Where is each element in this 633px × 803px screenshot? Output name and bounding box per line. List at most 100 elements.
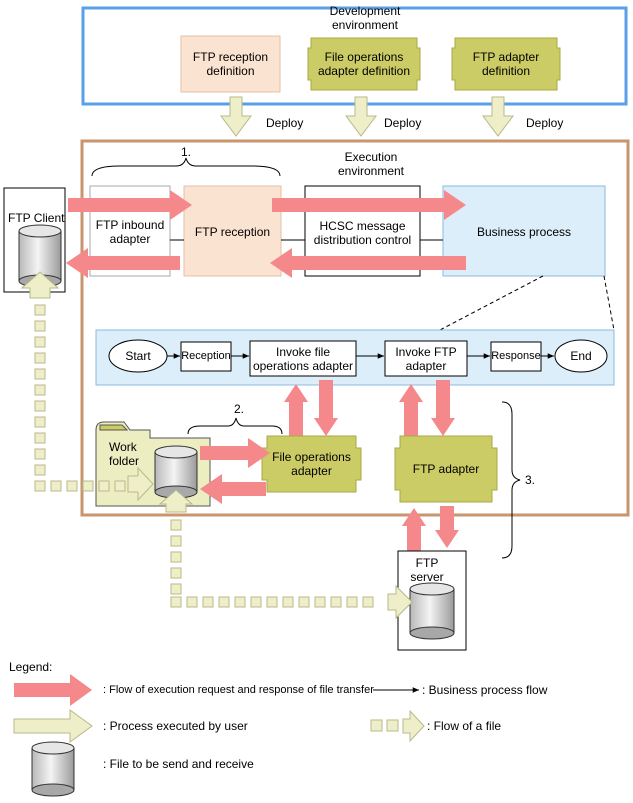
ftp-reception-label: FTP reception <box>194 225 271 239</box>
file-flow-square <box>34 336 46 348</box>
file-flow-square <box>34 304 46 316</box>
file-flow-path <box>34 304 374 608</box>
file-flow-square <box>170 583 182 595</box>
business-process-box <box>442 185 606 277</box>
flow-reception <box>180 341 232 372</box>
file-flow-square <box>34 400 46 412</box>
deploy-label: Deploy <box>384 116 422 130</box>
file-flow-square <box>282 596 294 608</box>
file-flow-square <box>170 596 182 608</box>
ftp-adapter-definition-label: FTP adapter definition <box>452 38 560 90</box>
legend-file-flow-arrowhead <box>402 709 425 743</box>
legend-file-label: : File to be send and receive <box>103 757 254 771</box>
legend-file-flow-label: : Flow of a file <box>427 719 502 733</box>
zoom-line <box>603 275 615 331</box>
file-flow-square <box>34 432 46 444</box>
flow-invoke-ftp <box>384 340 468 377</box>
file-flow-square <box>314 596 326 608</box>
file-flow-square <box>34 352 46 364</box>
flow-end-label: End <box>570 349 592 363</box>
work-folder-tab <box>99 424 129 431</box>
response-arrow <box>431 380 455 436</box>
text-line: FTP <box>415 556 439 570</box>
file-flow-square <box>266 596 278 608</box>
text-line: FTP reception <box>192 50 269 64</box>
request-arrow <box>402 508 426 552</box>
request-arrow <box>68 190 192 220</box>
legend-file-icon <box>31 741 75 797</box>
flow-invoke-file-ops <box>249 340 357 377</box>
legend-file-flow-square <box>370 719 383 732</box>
file-operations-adapter-definition-box <box>307 37 421 91</box>
legend-title: Legend: <box>9 660 53 674</box>
file-flow-square <box>82 480 94 492</box>
ftp-reception-definition-label: FTP reception definition <box>181 36 280 92</box>
text-line: File operations <box>324 50 404 64</box>
file-flow-square <box>202 596 214 608</box>
ftp-adapter-label: FTP adapter <box>412 462 480 476</box>
legend-business-flow-label: : Business process flow <box>422 683 548 697</box>
ftp-adapter-definition-box <box>451 37 561 91</box>
callout-3-brace <box>501 401 521 559</box>
callout-1-brace <box>91 157 281 177</box>
file-flow-square <box>170 519 182 531</box>
legend-exec-flow-label: : Flow of execution request and response… <box>103 684 374 696</box>
ftp-client-label: FTP Client <box>8 211 65 225</box>
file-flow-square <box>34 480 46 492</box>
file-flow-square <box>218 596 230 608</box>
flow-reception-label: Reception <box>181 350 231 362</box>
text-line: Work <box>109 440 137 454</box>
text-line: adapter definition <box>317 64 411 78</box>
legend-user-process-label: : Process executed by user <box>103 719 248 733</box>
response-arrow <box>314 380 338 436</box>
request-arrow <box>272 190 466 220</box>
file-flow-square <box>34 464 46 476</box>
text-line: FTP adapter <box>472 50 540 64</box>
response-arrow <box>200 474 266 504</box>
request-arrow <box>399 384 423 436</box>
file-flow-square <box>34 320 46 332</box>
file-flow-square <box>250 596 262 608</box>
legend-file-flow-square <box>386 719 399 732</box>
dev-env-title-line1: Development <box>329 4 401 18</box>
file-flow-square <box>34 416 46 428</box>
file-flow-square <box>170 535 182 547</box>
flow-start-label: Start <box>125 349 151 363</box>
deploy-arrow <box>220 96 252 137</box>
work-folder-label: Work folder <box>109 440 139 468</box>
file-flow-square <box>170 567 182 579</box>
request-arrow <box>200 438 270 468</box>
exec-env-title-line1: Execution <box>344 150 398 164</box>
ftp-server-label: FTP server <box>405 556 449 584</box>
file-flow-square <box>330 596 342 608</box>
file-flow-square <box>50 480 62 492</box>
work-folder-file-icon <box>154 445 198 499</box>
file-flow-arrowhead <box>387 584 413 620</box>
text-line: adapter <box>405 358 447 373</box>
dev-env-title-line2: environment <box>331 18 399 32</box>
ftp-reception-box <box>183 185 282 277</box>
request-arrow <box>284 384 308 436</box>
response-arrow <box>66 248 180 278</box>
text-line: HCSC message <box>319 219 406 233</box>
file-ops-adapter-label: File operations adapter <box>262 448 361 480</box>
execution-environment-frame <box>80 139 630 517</box>
text-line: definition <box>481 64 531 78</box>
deploy-arrow <box>345 96 377 137</box>
text-line: distribution control <box>313 233 412 247</box>
response-arrow <box>435 506 459 548</box>
file-flow-square <box>234 596 246 608</box>
file-flow-square <box>114 480 126 492</box>
ftp-server-file-icon <box>409 582 455 640</box>
deploy-arrow <box>482 96 514 137</box>
legend-exec-flow-arrow <box>14 674 92 706</box>
file-flow-square <box>170 551 182 563</box>
file-flow-square <box>66 480 78 492</box>
zoom-line <box>439 275 544 331</box>
file-flow-square <box>34 448 46 460</box>
file-flow-square <box>98 480 110 492</box>
text-line: server <box>410 570 444 584</box>
file-flow-square <box>34 384 46 396</box>
file-flow-square <box>34 368 46 380</box>
deploy-label: Deploy <box>266 116 304 130</box>
